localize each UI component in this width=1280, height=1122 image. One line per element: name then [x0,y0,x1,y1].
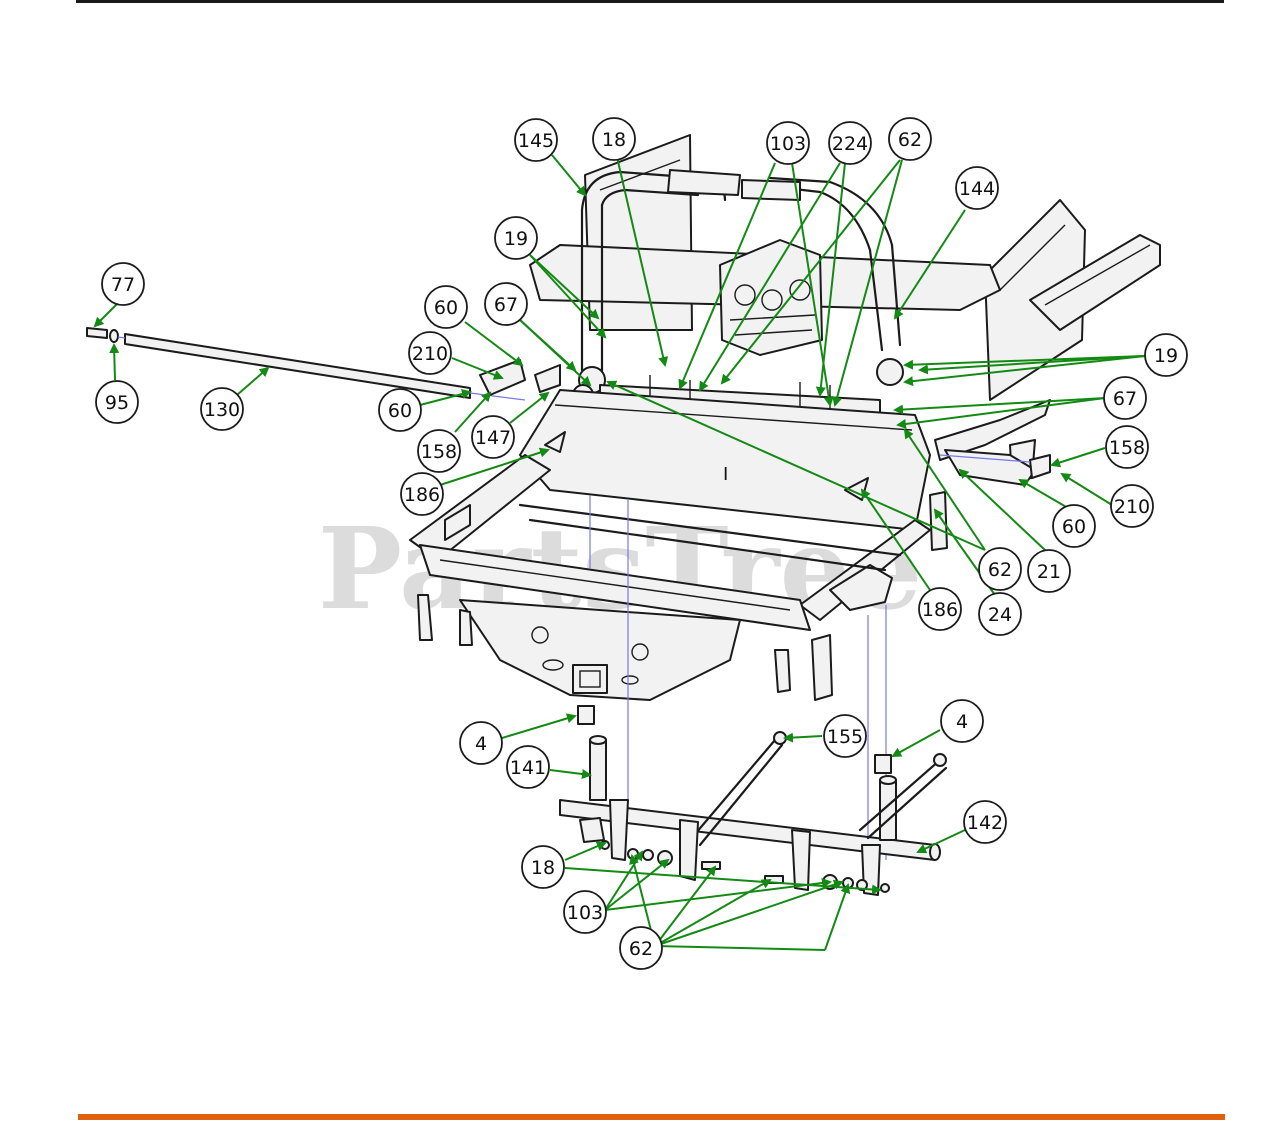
callout-62: 62 [978,547,1022,591]
callout-141: 141 [506,745,550,789]
svg-text:103: 103 [567,902,603,924]
mower-frame-assembly: I [409,134,1161,701]
assembly-lines [589,495,887,860]
svg-text:19: 19 [504,228,528,250]
svg-text:210: 210 [1114,496,1150,518]
svg-text:130: 130 [204,399,240,421]
svg-text:62: 62 [629,938,653,960]
svg-text:144: 144 [959,178,995,200]
svg-text:60: 60 [1062,516,1086,538]
bottom-rule [78,1114,1225,1120]
svg-text:147: 147 [475,427,511,449]
lift-axle-assembly [559,705,948,896]
svg-text:210: 210 [412,343,448,365]
callouts: 145 18 103 224 62 144 19 77 60 67 210 95… [95,117,1188,970]
callout-4: 4 [459,721,503,765]
svg-text:18: 18 [602,129,626,151]
callout-142: 142 [963,800,1007,844]
svg-text:62: 62 [898,129,922,151]
callout-155: 155 [823,714,867,758]
svg-text:4: 4 [956,711,968,733]
callout-62: 62 [619,926,663,970]
callout-60: 60 [378,388,422,432]
callout-210: 210 [408,331,452,375]
right-bracket-assembly [939,449,1051,486]
callout-224: 224 [828,121,872,165]
callout-186: 186 [918,587,962,631]
svg-text:62: 62 [988,559,1012,581]
callout-158: 158 [1105,425,1149,469]
svg-text:145: 145 [518,130,554,152]
callout-19: 19 [494,216,538,260]
callout-60: 60 [1052,504,1096,548]
svg-text:95: 95 [105,392,129,414]
shift-rod-assembly [86,327,561,401]
callout-158: 158 [417,429,461,473]
svg-text:19: 19 [1154,345,1178,367]
callout-103: 103 [563,890,607,934]
callout-60: 60 [424,285,468,329]
svg-text:60: 60 [434,297,458,319]
callout-147: 147 [471,415,515,459]
svg-text:155: 155 [827,726,863,748]
callout-19: 19 [1144,333,1188,377]
svg-text:186: 186 [922,599,958,621]
callout-145: 145 [514,118,558,162]
svg-text:158: 158 [421,441,457,463]
svg-text:77: 77 [111,274,135,296]
callout-130: 130 [200,387,244,431]
callout-144: 144 [955,166,999,210]
svg-text:67: 67 [494,294,518,316]
svg-text:158: 158 [1109,437,1145,459]
callout-4: 4 [940,699,984,743]
svg-text:103: 103 [770,133,806,155]
top-rule [76,0,1224,3]
svg-text:18: 18 [531,857,555,879]
callout-95: 95 [95,380,139,424]
svg-text:142: 142 [967,812,1003,834]
svg-text:60: 60 [388,400,412,422]
svg-text:186: 186 [404,484,440,506]
svg-text:141: 141 [510,757,546,779]
callout-62: 62 [888,117,932,161]
svg-text:67: 67 [1113,388,1137,410]
svg-text:24: 24 [988,604,1012,626]
callout-186: 186 [400,472,444,516]
callout-18: 18 [592,117,636,161]
callout-77: 77 [101,262,145,306]
callout-67: 67 [484,282,528,326]
callout-210: 210 [1110,484,1154,528]
callout-24: 24 [978,592,1022,636]
svg-text:4: 4 [475,733,487,755]
frame-mark: I [723,464,728,485]
callout-103: 103 [766,121,810,165]
callout-18: 18 [521,845,565,889]
svg-text:21: 21 [1037,561,1061,583]
svg-text:224: 224 [832,133,868,155]
callout-21: 21 [1027,549,1071,593]
callout-67: 67 [1103,376,1147,420]
leader-lines [93,154,1146,951]
